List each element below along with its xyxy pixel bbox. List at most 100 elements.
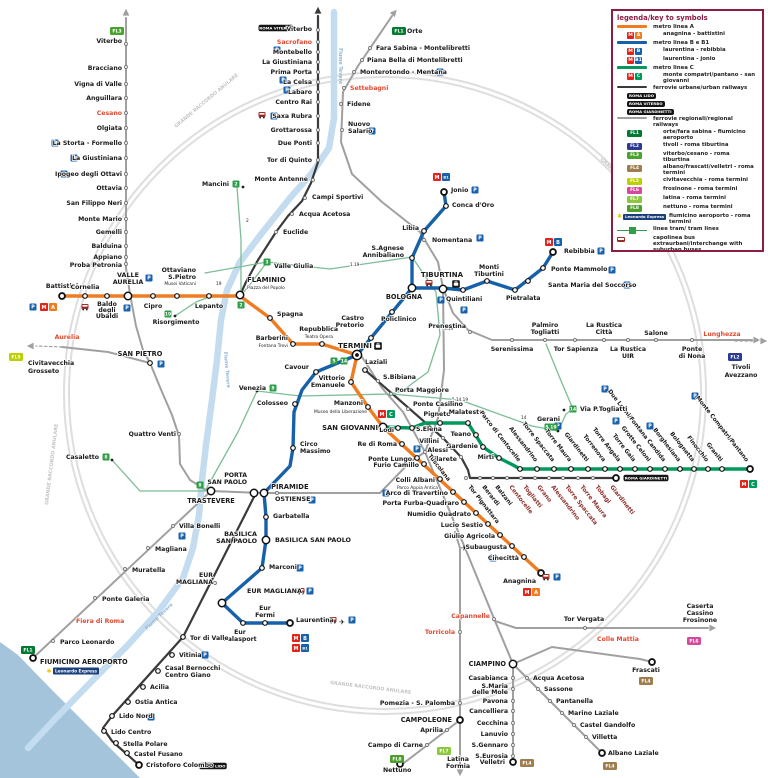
map-label: ROMA VITERBO xyxy=(259,25,293,30)
map-label: Avezzano xyxy=(725,372,758,379)
map-label: Piana Bella di Montelibretti xyxy=(367,57,463,64)
map-label: Torricola xyxy=(425,629,455,636)
map-label: Subaugusta xyxy=(465,544,507,551)
map-label: Orte xyxy=(407,28,422,35)
station-tick xyxy=(316,90,320,94)
badge-box xyxy=(436,68,444,76)
station-tick xyxy=(654,338,658,342)
line-fl5-west xyxy=(61,346,151,364)
map-label: Malatesta xyxy=(449,409,484,416)
badge-box xyxy=(520,759,534,767)
legend-entry: ROMA GIARDINETTI xyxy=(627,108,758,115)
map-label: Fermi xyxy=(255,612,275,619)
legend-entry: ferrovie regionali/regional railways xyxy=(617,116,758,128)
legend-entry-icon: FL7 xyxy=(627,195,663,203)
map-label: Lunghezza xyxy=(703,331,740,338)
station-dot xyxy=(421,461,427,467)
station-dot xyxy=(263,514,269,520)
map-label: 3.19 xyxy=(444,326,454,331)
map-label: Furio Camillo xyxy=(373,462,419,469)
map-label: GRANDE RACCORDO ANULARE xyxy=(330,680,412,696)
line-tram-risorgimento xyxy=(174,296,210,317)
legend-entry-icon: FL4 xyxy=(627,164,663,172)
line-fl6-east xyxy=(494,620,709,629)
station-dot xyxy=(240,620,246,626)
badge-box xyxy=(489,554,497,562)
station-dot xyxy=(461,499,467,505)
station-term xyxy=(58,292,66,300)
map-label: Ubaldi xyxy=(96,313,118,320)
map-label: ROMA LIDO xyxy=(200,763,226,768)
map-label: Ottavia xyxy=(96,185,122,192)
station-term xyxy=(648,658,656,666)
legend-entry-icon: ROMA GIARDINETTI xyxy=(627,109,674,115)
station-term xyxy=(456,716,464,724)
station-dot xyxy=(109,713,115,719)
map-label: Museo della Liberazione xyxy=(314,409,367,415)
station-tick xyxy=(303,196,307,200)
station-dot xyxy=(399,441,405,447)
badge-box xyxy=(147,713,155,721)
map-label: Villini xyxy=(419,438,439,445)
station-dot xyxy=(484,278,490,284)
station-tick xyxy=(124,201,128,205)
map-label: FL6 xyxy=(689,639,698,645)
line-tram-19-east xyxy=(390,256,441,395)
map-label: 14 xyxy=(521,415,527,420)
map-label: Leonardo Express xyxy=(55,669,98,674)
legend-entry-label: fiumicino aeroporto - roma termini xyxy=(669,213,751,225)
station-tick xyxy=(124,186,128,190)
station-dot xyxy=(437,476,443,482)
station-tick xyxy=(316,114,320,118)
map-label: S.Eurosia xyxy=(475,753,508,760)
bus-icon-wheel xyxy=(426,284,429,287)
map-label: Euclide xyxy=(283,229,308,236)
station-tick xyxy=(536,687,540,691)
map-label: Battistini xyxy=(46,283,78,290)
line-fl3-north xyxy=(125,17,212,492)
station-dot xyxy=(460,287,466,293)
legend-entry-label: ferrovie regionali/regional railways xyxy=(653,116,733,128)
line-fl2-east xyxy=(442,287,753,341)
map-label: Baldo xyxy=(97,301,117,308)
map-label: CIAMPINO xyxy=(469,660,507,668)
map-label: TRASTEVERE xyxy=(187,497,235,505)
bus-icon-window xyxy=(82,305,88,307)
station-tick xyxy=(316,100,320,104)
station-int xyxy=(438,284,448,294)
legend-entry-label: monte compatri/pantano - san giovanni xyxy=(663,72,756,84)
badge-box xyxy=(283,86,291,94)
station-dot xyxy=(290,341,296,347)
station-tick xyxy=(274,230,278,234)
badge-box xyxy=(164,310,172,318)
station-tick xyxy=(124,262,128,266)
map-label: Pietralata xyxy=(506,295,540,302)
station-term xyxy=(598,749,606,757)
badge-box xyxy=(306,587,314,595)
badge-box xyxy=(21,646,35,654)
station-tick xyxy=(316,50,320,54)
line-fl8-nettuno xyxy=(399,719,461,767)
map-label: OSTIENSE xyxy=(275,495,310,503)
badge-box xyxy=(237,301,245,309)
arrowhead xyxy=(389,9,397,18)
badge-box xyxy=(301,634,309,642)
station-dot xyxy=(409,255,415,261)
legend-entry-icon xyxy=(617,40,653,44)
station-dot xyxy=(521,554,527,560)
map-label: La Rustica xyxy=(610,346,646,353)
station-dot xyxy=(125,699,131,705)
map-label: Magliana xyxy=(155,546,187,553)
map-label: Lodi xyxy=(379,427,394,434)
map-label: Balduina xyxy=(91,243,122,250)
line-tram-19-north xyxy=(204,256,413,274)
badge-box xyxy=(639,677,653,685)
map-label: Quattro Venti xyxy=(129,431,176,438)
station-dot xyxy=(348,379,354,385)
map-label: P xyxy=(648,424,652,430)
map-label: La Storta - Formello xyxy=(53,140,122,147)
stations xyxy=(29,28,754,769)
map-label: S.Agnese xyxy=(371,245,404,252)
map-label: Settebagni xyxy=(350,85,388,92)
